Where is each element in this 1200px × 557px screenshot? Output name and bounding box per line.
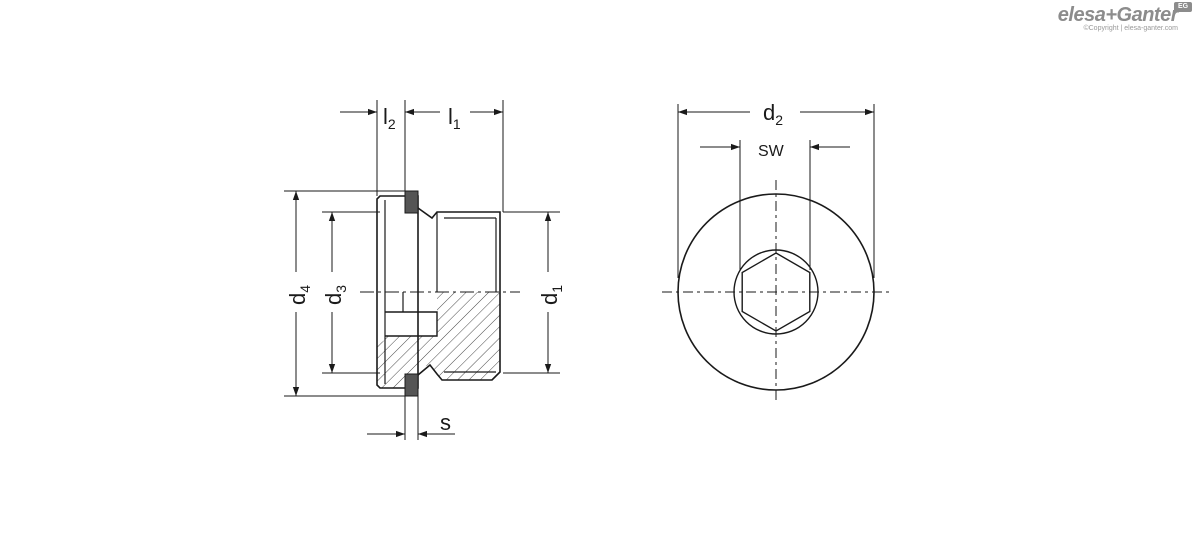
label-sw: SW: [758, 143, 785, 160]
label-s: s: [440, 410, 451, 435]
label-d3: d3: [321, 285, 349, 305]
side-labels: l2 l1 d4 d3 d1 s: [285, 104, 565, 435]
socket-section: [385, 292, 437, 336]
brand-copyright: ©Copyright | elesa-ganter.com: [1083, 25, 1178, 32]
side-dimensions: [284, 100, 560, 440]
brand-name: elesa+Ganter: [1057, 4, 1179, 26]
front-view: [662, 180, 890, 400]
seal-ring-top: [404, 190, 419, 214]
brand-logo: elesa+Ganter ©Copyright | elesa-ganter.c…: [1057, 2, 1192, 32]
label-d1: d1: [537, 285, 565, 305]
label-l2: l2: [383, 104, 396, 132]
brand-badge: EG: [1174, 2, 1192, 12]
label-d4: d4: [285, 285, 313, 305]
label-d2: d2: [763, 100, 783, 128]
seal-ring-bottom: [404, 373, 419, 397]
side-view: [360, 190, 520, 397]
label-l1: l1: [448, 104, 461, 132]
front-labels: d2 SW: [758, 100, 785, 160]
front-dimensions: [677, 104, 875, 278]
